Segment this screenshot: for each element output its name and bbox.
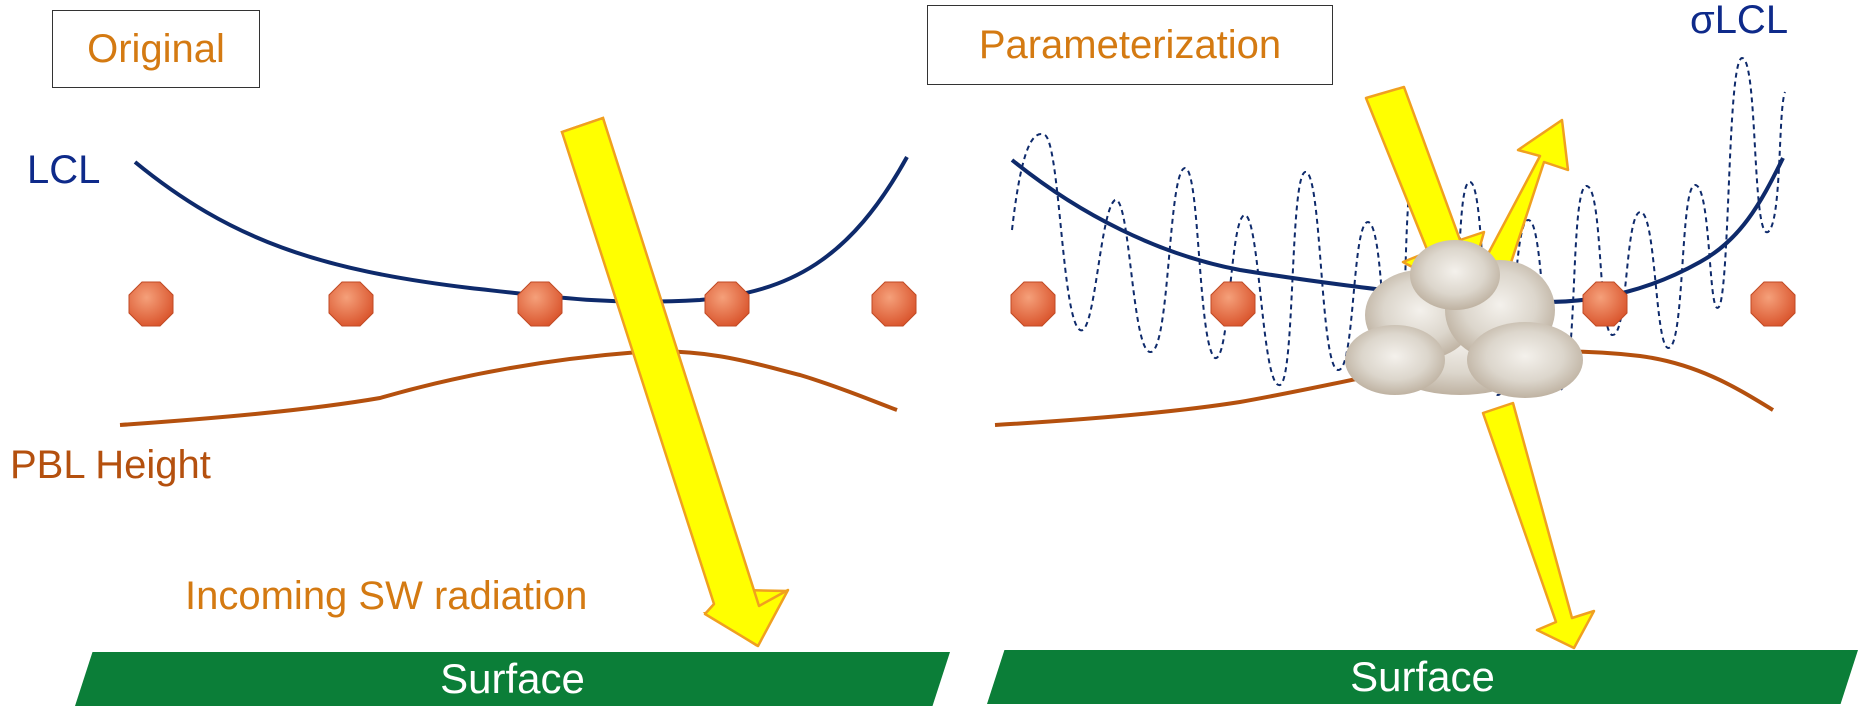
pbl-height-label: PBL Height: [10, 443, 211, 487]
grid-point-octagon: [328, 281, 374, 327]
lcl-label: LCL: [27, 148, 101, 192]
lcl-curve-left: [133, 156, 909, 304]
grid-points-left: [128, 281, 917, 327]
grid-point-octagon: [871, 281, 917, 327]
grid-point-octagon: [1210, 281, 1256, 327]
original-title: Original: [87, 27, 225, 71]
grid-point-octagon: [517, 281, 563, 327]
surface-bar-left: Surface: [75, 652, 950, 706]
grid-point-octagon: [128, 281, 174, 327]
grid-point-octagon: [1750, 281, 1796, 327]
parameterization-title: Parameterization: [978, 23, 1282, 67]
grid-point-octagon: [704, 281, 750, 327]
transmitted-sw-arrow: [1481, 401, 1596, 650]
parameterization-title-box: Parameterization: [927, 5, 1333, 85]
grid-points-right: [1010, 281, 1796, 327]
sigma-lcl-label: σLCL: [1690, 0, 1789, 42]
surface-bar-right: Surface: [987, 650, 1858, 704]
pbl-curve-left: [119, 349, 898, 427]
surface-label-left: Surface: [440, 655, 585, 702]
grid-point-octagon: [1582, 281, 1628, 327]
incoming-sw-radiation-label: Incoming SW radiation: [185, 574, 588, 618]
original-title-box: Original: [52, 10, 260, 88]
grid-point-octagon: [1010, 281, 1056, 327]
cloud-shape: [1345, 240, 1583, 398]
surface-label-right: Surface: [1350, 653, 1495, 700]
